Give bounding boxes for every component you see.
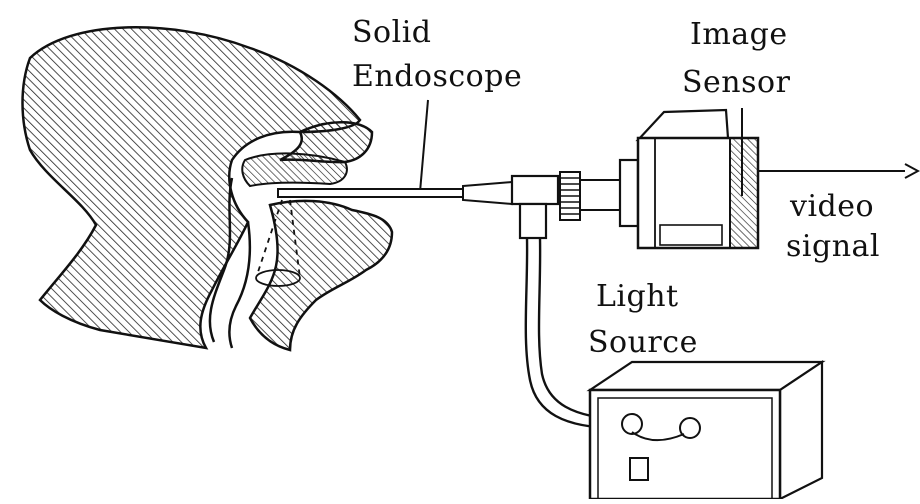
video-signal-arrow (758, 164, 918, 178)
label-solid: Solid (352, 15, 432, 50)
label-sensor: Sensor (682, 65, 791, 100)
label-signal: signal (786, 229, 880, 264)
label-endoscope: Endoscope (352, 59, 522, 94)
label-light: Light (596, 279, 679, 314)
label-source: Source (588, 325, 698, 360)
label-video-signal: video signal (786, 189, 880, 264)
label-image: Image (690, 17, 788, 52)
label-video: video (789, 189, 874, 224)
image-sensor-camera (638, 108, 758, 248)
label-image-sensor: Image Sensor (682, 17, 791, 100)
label-solid-endoscope: Solid Endoscope (352, 15, 522, 94)
light-source-box (590, 362, 822, 499)
label-light-source: Light Source (588, 279, 698, 360)
